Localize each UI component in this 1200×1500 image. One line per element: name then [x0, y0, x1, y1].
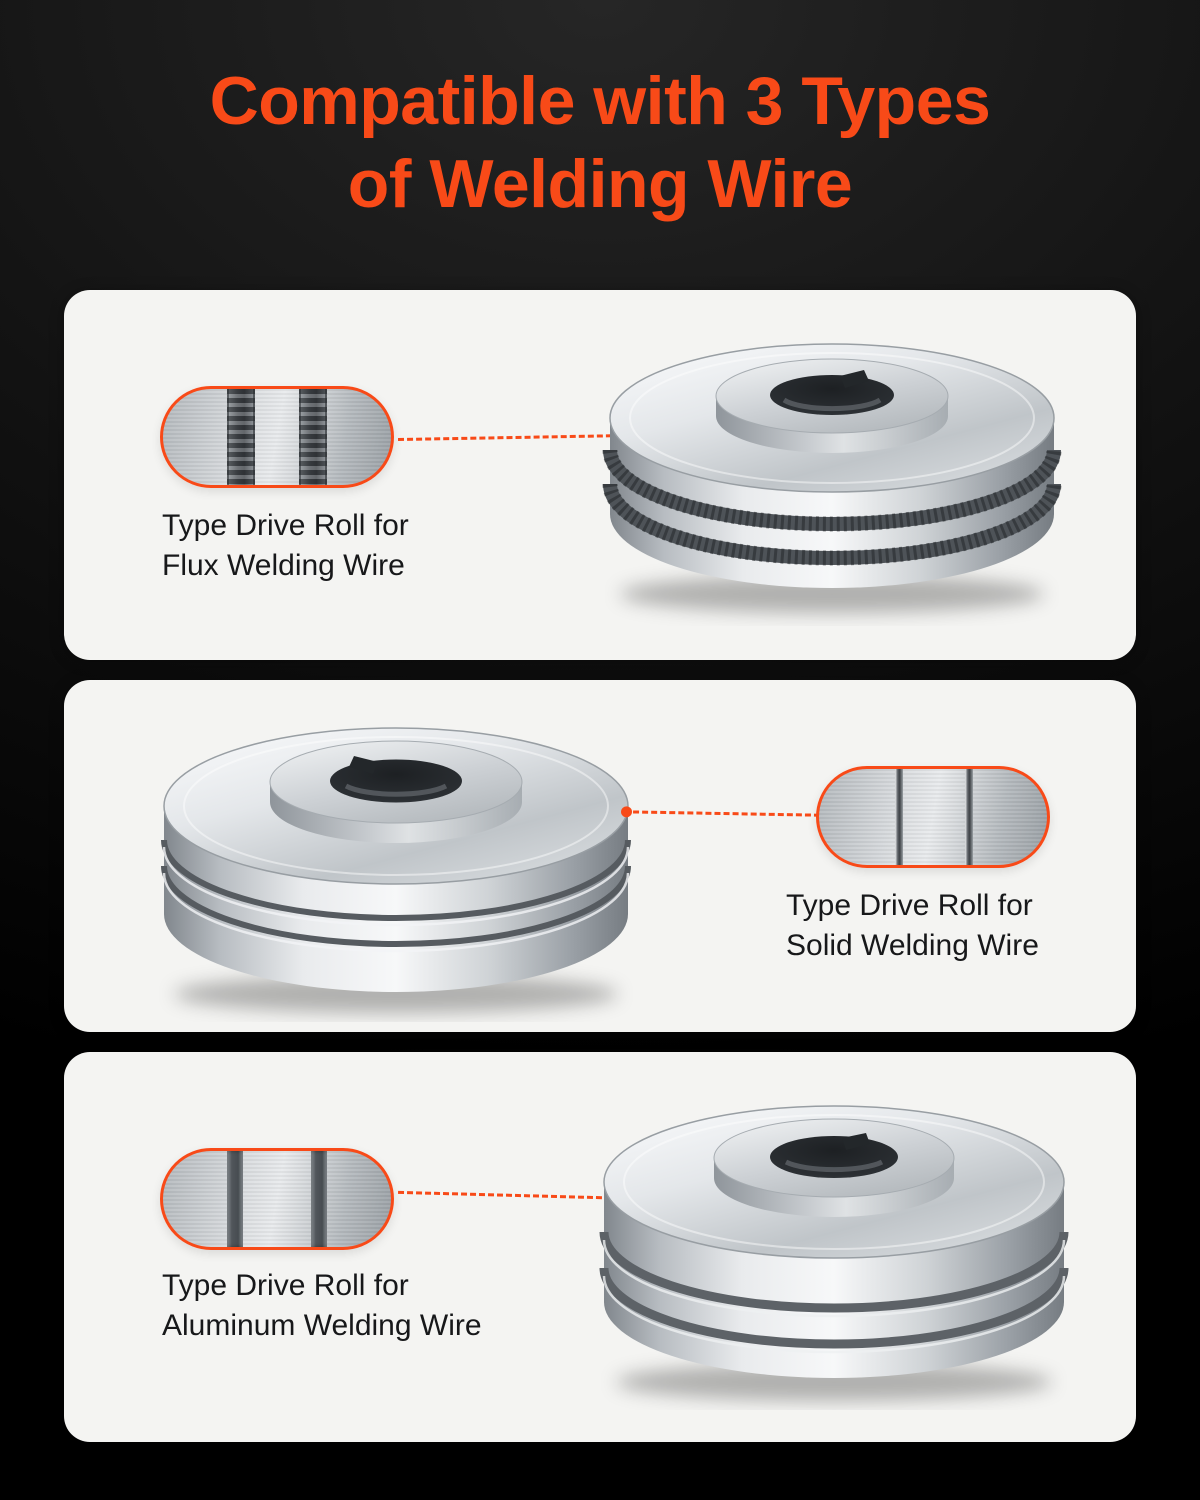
groove-ring-upper: [599, 1231, 1069, 1313]
label-line: Type Drive Roll for: [162, 509, 409, 542]
card-solid-wire: Type Drive Roll for Solid Welding Wire: [64, 680, 1136, 1032]
flux-label: Type Drive Roll for Flux Welding Wire: [162, 506, 409, 586]
knurled-groove-icon: [227, 389, 255, 485]
knurled-groove-icon: [299, 389, 327, 485]
u-groove-icon: [311, 1151, 327, 1247]
keyway-notch: [840, 370, 869, 388]
label-line: Flux Welding Wire: [162, 549, 405, 583]
solid-drive-roll: [161, 727, 631, 1013]
aluminum-groove-closeup: [160, 1148, 394, 1250]
smooth-groove-icon: [895, 769, 903, 865]
solid-callout-line: [620, 806, 821, 818]
groove-ring-lower: [599, 1267, 1069, 1349]
title-line-2: of Welding Wire: [347, 145, 853, 222]
groove-ring-lower: [161, 865, 631, 947]
aluminum-drive-roll: [599, 1105, 1069, 1401]
roll-shadow: [174, 975, 618, 1013]
aluminum-label: Type Drive Roll for Aluminum Welding Wir…: [162, 1266, 482, 1346]
label-line: Aluminum Welding Wire: [162, 1309, 482, 1343]
label-line: Type Drive Roll for: [162, 1269, 409, 1302]
page-title: Compatible with 3 Types of Welding Wire: [0, 60, 1200, 226]
title-line-1: Compatible with 3 Types: [209, 63, 991, 139]
groove-ring-upper: [161, 839, 631, 921]
flux-groove-closeup: [160, 386, 394, 488]
card-aluminum-wire: Type Drive Roll for Aluminum Welding Wir…: [64, 1052, 1136, 1442]
keyway-notch: [842, 1133, 870, 1150]
card-flux-wire: Type Drive Roll for Flux Welding Wire: [64, 290, 1136, 660]
label-line: Type Drive Roll for: [786, 889, 1033, 922]
solid-groove-closeup: [816, 766, 1050, 868]
u-groove-icon: [227, 1151, 243, 1247]
roll-shadow: [620, 575, 1044, 613]
label-line: Solid Welding Wire: [786, 929, 1039, 963]
roll-shadow: [616, 1363, 1052, 1401]
flux-drive-roll: [602, 343, 1062, 613]
keyway-notch: [349, 756, 378, 774]
smooth-groove-icon: [965, 769, 973, 865]
solid-label: Type Drive Roll for Solid Welding Wire: [786, 886, 1039, 966]
